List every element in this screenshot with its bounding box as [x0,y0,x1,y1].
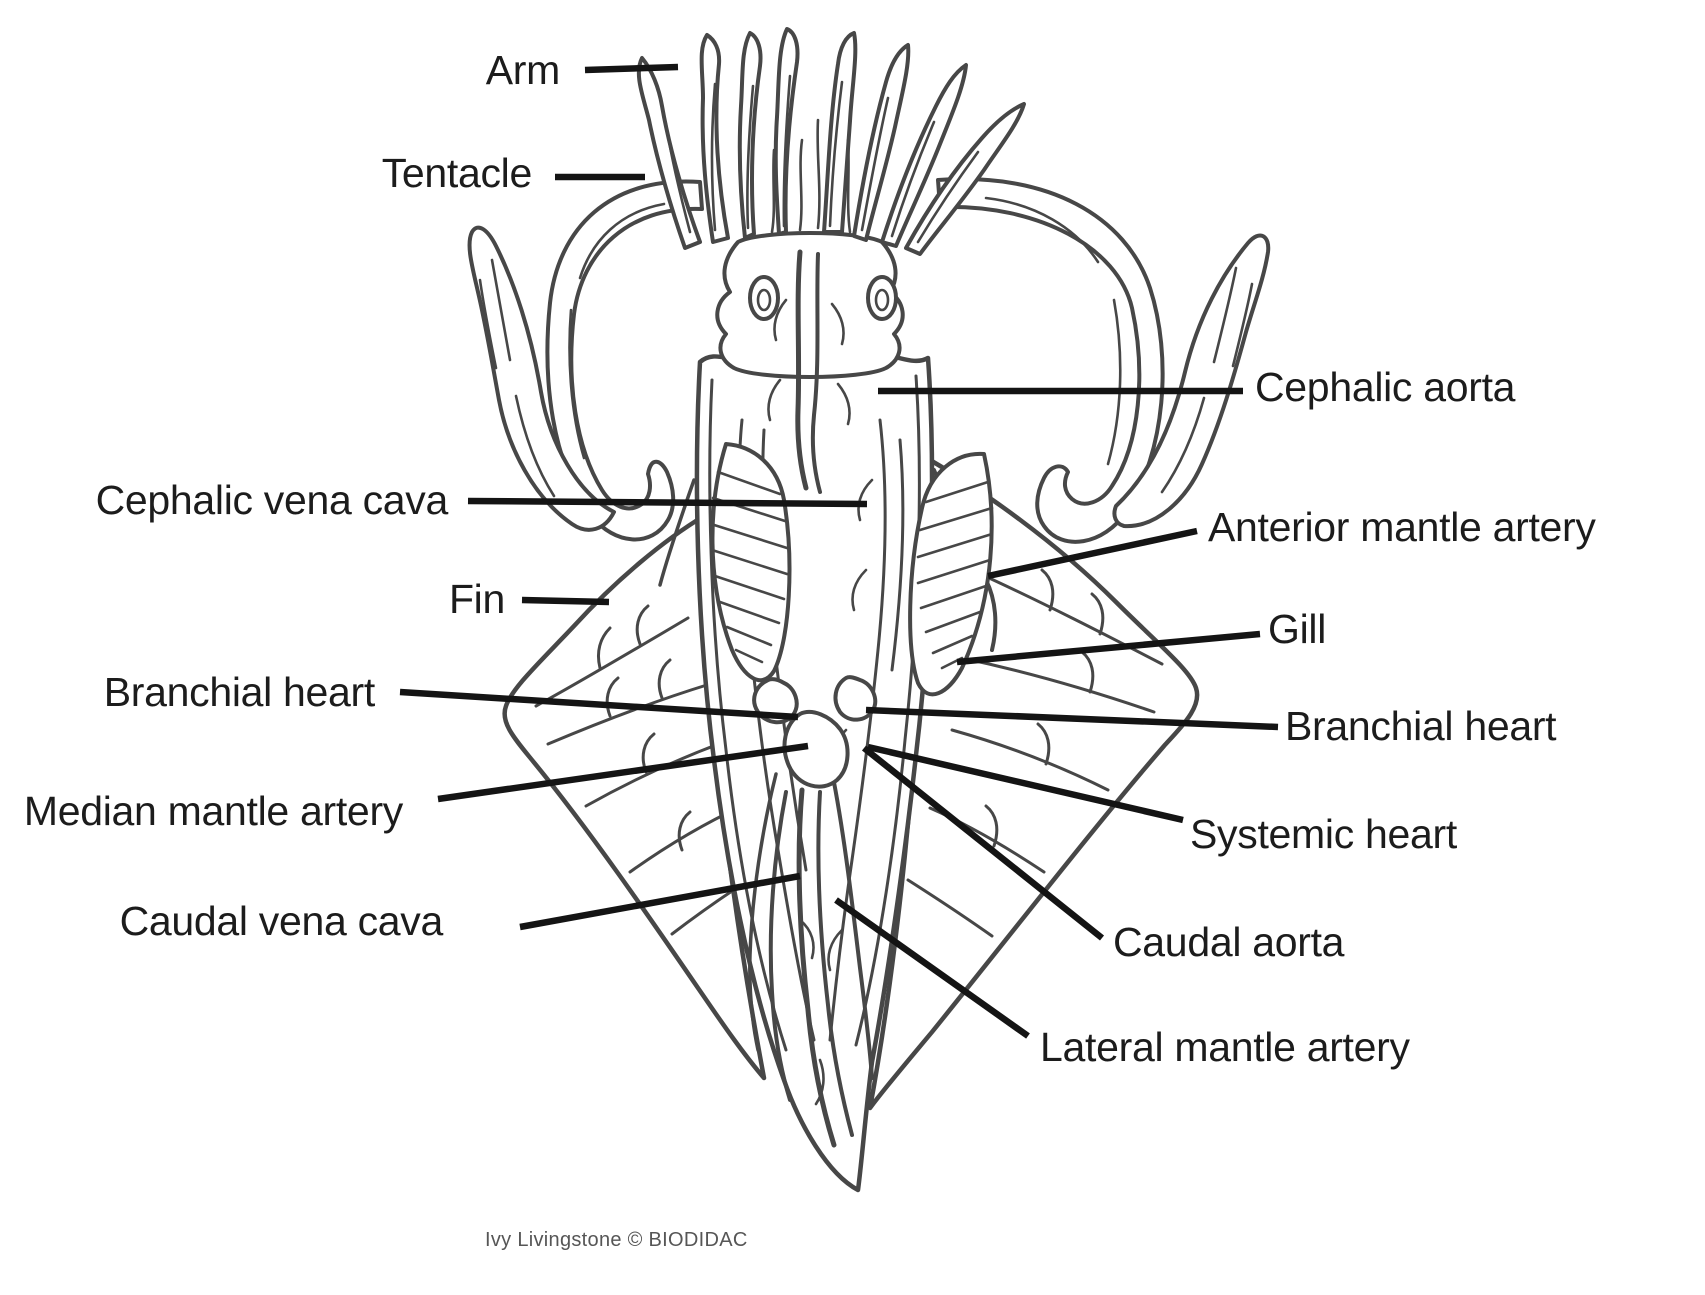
tentacle-right [936,177,1165,544]
label-cephalic-aorta: Cephalic aorta [1255,364,1516,410]
label-branchial-heart-left: Branchial heart [103,669,376,715]
leader-line-gill [956,630,1261,666]
label-tentacle: Tentacle [381,150,533,196]
arms [636,27,1026,256]
leader-line-anterior-mantle-artery [987,527,1198,580]
label-cephalic-vena-cava: Cephalic vena cava [95,477,449,523]
label-systemic-heart: Systemic heart [1190,811,1457,857]
label-median-mantle-artery: Median mantle artery [23,788,403,834]
tentacle-club-left [467,225,616,532]
leader-lines [399,63,1279,1039]
gill-right [908,451,994,697]
label-fin: Fin [448,576,505,622]
leader-line-branchial-heart-left [399,688,799,721]
leader-line-lateral-mantle-artery [834,897,1030,1039]
label-lateral-mantle-artery: Lateral mantle artery [1040,1024,1410,1070]
tentacle-club-right [1112,233,1271,529]
leader-line-cephalic-vena-cava [467,497,868,508]
head [715,231,905,379]
leader-line-systemic-heart [867,743,1184,824]
credit-text: Ivy Livingstone © BIODIDAC [485,1229,748,1251]
leader-line-median-mantle-artery [437,742,809,803]
neck-vessels [767,249,851,494]
leader-line-caudal-aorta [861,745,1105,941]
label-branchial-heart-right: Branchial heart [1285,703,1557,749]
label-anterior-mantle-artery: Anterior mantle artery [1208,504,1596,550]
label-caudal-aorta: Caudal aorta [1113,919,1345,965]
leader-line-branchial-heart-right [865,706,1279,731]
leader-line-arm [584,63,679,74]
eye-left [748,275,780,321]
label-arm: Arm [485,47,561,93]
leader-line-fin [521,596,610,606]
tentacle-left [545,179,704,542]
leader-line-caudal-vena-cava [519,872,801,931]
eye-right [866,275,898,321]
label-gill: Gill [1268,606,1327,652]
label-caudal-vena-cava: Caudal vena cava [119,898,444,944]
